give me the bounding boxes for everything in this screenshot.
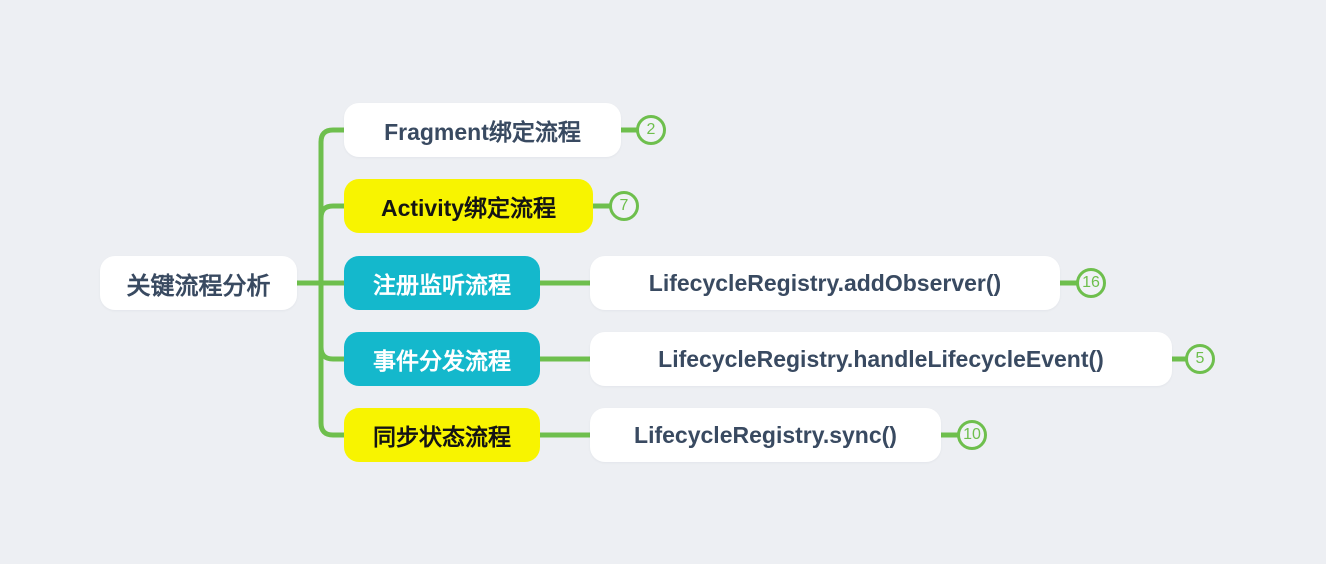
branch-activity-binding[interactable]: Activity绑定流程	[344, 179, 593, 233]
connector-trunk-to-branch2	[318, 203, 344, 283]
child-handlelifecycleevent[interactable]: LifecycleRegistry.handleLifecycleEvent()	[590, 332, 1172, 386]
branch-sync-state[interactable]: 同步状态流程	[344, 408, 540, 462]
child-sync[interactable]: LifecycleRegistry.sync()	[590, 408, 941, 462]
badge-sync[interactable]: 10	[957, 420, 987, 450]
badge-fragment-binding[interactable]: 2	[636, 115, 666, 145]
connector-trunk-to-branch4	[318, 283, 344, 362]
connector-trunk-to-branch5	[318, 283, 344, 438]
branch-fragment-binding[interactable]: Fragment绑定流程	[344, 103, 621, 157]
branch-event-dispatch[interactable]: 事件分发流程	[344, 332, 540, 386]
connector-trunk-to-branch1	[318, 127, 344, 283]
badge-addobserver[interactable]: 16	[1076, 268, 1106, 298]
branch-register-listener[interactable]: 注册监听流程	[344, 256, 540, 310]
badge-handlelifecycleevent[interactable]: 5	[1185, 344, 1215, 374]
root-node[interactable]: 关键流程分析	[100, 256, 297, 310]
badge-activity-binding[interactable]: 7	[609, 191, 639, 221]
child-addobserver[interactable]: LifecycleRegistry.addObserver()	[590, 256, 1060, 310]
